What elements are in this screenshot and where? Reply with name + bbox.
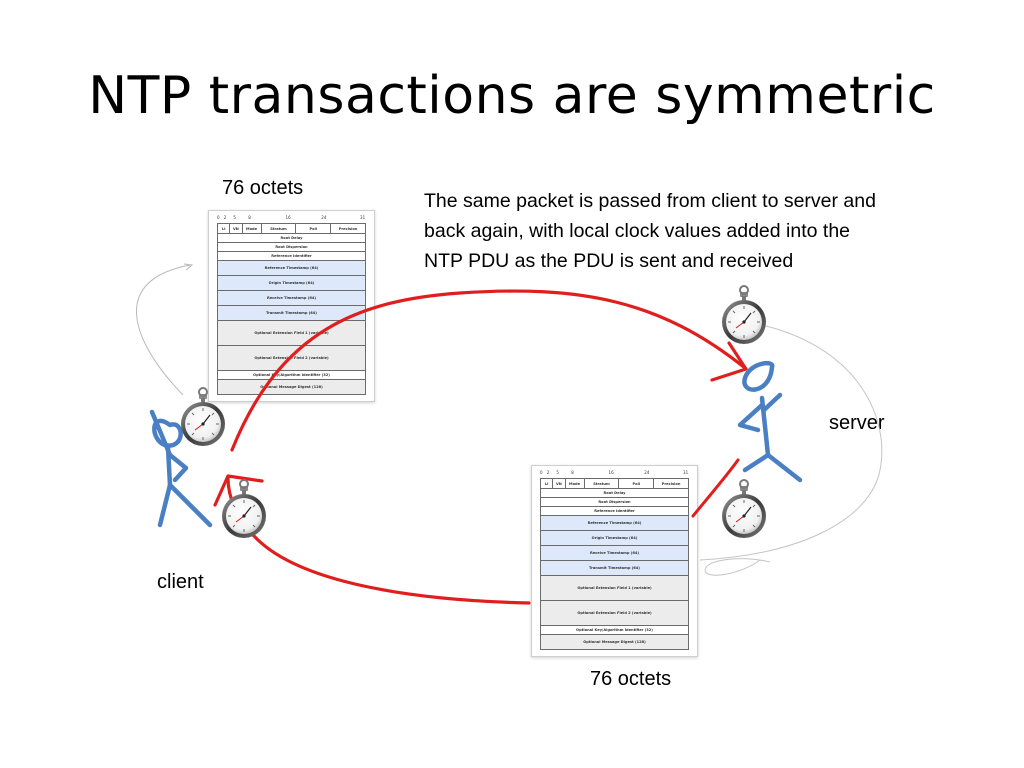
pdu-header-cell: LI <box>218 224 231 233</box>
bit-marker: 2 <box>546 470 550 475</box>
pdu-header-cell: Mode <box>243 224 262 233</box>
pdu-field: Optional Extension Field 1 (variable) <box>540 576 689 601</box>
gray-arc <box>136 264 191 396</box>
pdu-field: Optional Extension Field 1 (variable) <box>217 321 366 346</box>
bit-marker: 31 <box>683 470 689 475</box>
pdu-field: Transmit Timestamp (64) <box>540 561 689 576</box>
pdu-field: Reference Identifier <box>217 252 366 261</box>
pdu-field: Optional Key/Algorithm Identifier (32) <box>540 626 689 635</box>
pdu-field: Origin Timestamp (64) <box>540 531 689 546</box>
pdu-header-cell: Poll <box>296 224 332 233</box>
stopwatch-icon <box>721 285 767 345</box>
bit-marker: 2 <box>223 215 227 220</box>
arrowhead <box>213 474 264 507</box>
bit-marker: 31 <box>360 215 366 220</box>
pdu-field: Root Delay <box>217 234 366 243</box>
pdu-field: Reference Timestamp (64) <box>217 261 366 276</box>
slide-title: NTP transactions are symmetric <box>88 66 936 126</box>
pdu-field: Optional Extension Field 2 (variable) <box>540 601 689 626</box>
caption: The same packet is passed from client to… <box>424 186 984 276</box>
bit-marker: 0 <box>217 215 220 220</box>
client-label: client <box>157 571 204 593</box>
arrowhead <box>710 341 748 382</box>
bit-marker: 16 <box>285 215 291 220</box>
bottom-octets-label: 76 octets <box>590 668 672 690</box>
pdu-field: Reference Identifier <box>540 507 689 516</box>
pdu-field: Optional Message Digest (128) <box>217 380 366 395</box>
pdu-field: Optional Message Digest (128) <box>540 635 689 650</box>
pdu-field: Root Dispersion <box>217 243 366 252</box>
red-arrow-server-to-client <box>226 476 531 605</box>
caption-line: The same packet is passed from client to… <box>424 190 876 212</box>
stopwatch-icon <box>721 479 767 539</box>
bit-marker: 8 <box>571 470 574 475</box>
top-octets-label: 76 octets <box>222 177 304 199</box>
stopwatch-icon <box>180 387 226 447</box>
bit-marker: 24 <box>644 470 650 475</box>
pdu-field: Optional Key/Algorithm Identifier (32) <box>217 371 366 380</box>
pdu-field: Transmit Timestamp (64) <box>217 306 366 321</box>
pdu-header-cell: Stratum <box>585 479 620 488</box>
bit-marker: 0 <box>540 470 543 475</box>
gray-arc <box>704 558 771 576</box>
pdu-header-cell: Mode <box>566 479 585 488</box>
pdu-header-cell: Poll <box>619 479 655 488</box>
caption-line: back again, with local clock values adde… <box>424 220 851 242</box>
bit-marker: 5 <box>556 470 559 475</box>
bit-marker: 24 <box>321 215 327 220</box>
gray-arc <box>699 325 883 561</box>
pdu-header-cell: VN <box>230 224 243 233</box>
pdu-field: Receive Timestamp (64) <box>217 291 366 306</box>
server-label: server <box>829 412 885 434</box>
caption-line: NTP PDU as the PDU is sent and received <box>424 250 794 272</box>
gray-arc <box>183 263 194 271</box>
pdu-field: Origin Timestamp (64) <box>217 276 366 291</box>
red-arrow-segment <box>691 458 740 518</box>
bit-marker: 8 <box>248 215 251 220</box>
pdu-header-cell: Precision <box>338 226 358 231</box>
stick-figure-icon <box>149 409 213 528</box>
bit-marker: 5 <box>233 215 236 220</box>
pdu-header-cell: Stratum <box>262 224 297 233</box>
pdu-field: Root Delay <box>540 489 689 498</box>
pdu-field: Receive Timestamp (64) <box>540 546 689 561</box>
pdu-header-cell: Precision <box>661 481 681 486</box>
pdu-header-cell: LI <box>541 479 554 488</box>
pdu-field: Reference Timestamp (64) <box>540 516 689 531</box>
bit-marker: 16 <box>608 470 614 475</box>
pdu-header-cell: VN <box>553 479 566 488</box>
stick-figure-icon <box>737 360 803 483</box>
red-arrow-client-to-server <box>230 289 747 452</box>
pdu-field: Root Dispersion <box>540 498 689 507</box>
